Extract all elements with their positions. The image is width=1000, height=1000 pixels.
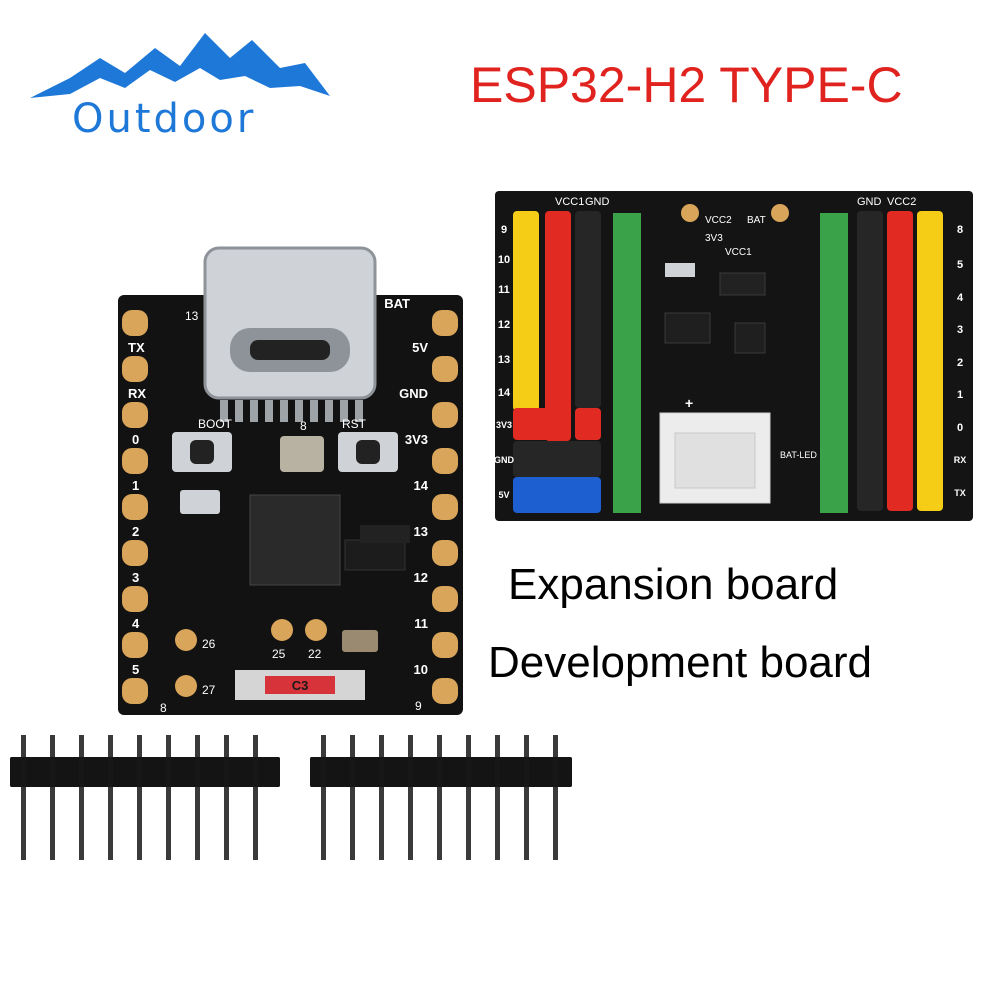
caption-development-board: Development board [488,638,873,687]
dev-pin-label: 3V3 [405,432,428,447]
dev-pin-label: 2 [132,524,139,539]
exp-left-number: 11 [498,284,510,296]
dev-pin-label: GND [399,386,428,401]
exp-left-number: 12 [498,319,510,331]
dev-pin-label: 4 [132,616,140,631]
dev-top-label: 13 [185,309,199,323]
inner-pin-label: 22 [308,647,322,661]
dev-pin-label: TX [128,340,145,355]
soc-chip [249,494,341,586]
dev-pin-label: 1 [132,478,139,493]
svg-text:+: + [685,395,693,411]
exp-left-number: 5V [498,490,509,500]
exp-right-number: 3 [957,324,963,336]
exp-left-number: 10 [498,254,510,266]
power-label: BAT [747,215,766,226]
exp-right-number: 0 [957,422,963,434]
power-label: VCC1 [725,247,752,258]
dev-pin-label: RX [128,386,146,401]
exp-right-number: 2 [957,357,963,369]
exp-right-header: VCC2 [887,196,916,208]
development-board: TX RX 0 1 2 3 4 5 BAT 5V GND 3V3 14 13 1… [118,246,463,715]
exp-left-header: VCC1 [555,196,584,208]
exp-right-number: 8 [957,224,963,236]
right-pin-headers [857,211,943,511]
button-mid-label: 8 [300,419,307,433]
exp-right-number: RX [954,455,967,465]
green-header-left [613,213,641,513]
dev-pin-label: 12 [414,570,428,585]
inner-pin-label: 26 [202,637,216,651]
inner-pin-label: 27 [202,683,216,697]
left-pin-headers [513,211,601,513]
exp-right-number: 1 [957,389,963,401]
dev-pin-label: 5 [132,662,139,677]
power-label: 3V3 [705,233,723,244]
exp-left-number: 13 [498,354,510,366]
exp-right-number: 5 [957,259,963,271]
pin-header-strip-left [10,735,280,860]
product-title: ESP32-H2 TYPE-C [470,57,903,113]
exp-left-number: 9 [501,224,507,236]
dev-pin-label: 10 [414,662,428,677]
boot-label: BOOT [198,417,233,431]
dev-bottom-left-label: 8 [160,701,167,715]
exp-left-number: GND [495,455,515,465]
power-label: VCC2 [705,215,732,226]
pin-header-strip-right [310,735,572,860]
dev-bottom-right-label: 9 [415,699,422,713]
expansion-board: VCC1 GND GND VCC2 9 10 11 12 13 [495,191,973,521]
mountain-logo-icon [30,33,330,98]
led-label: BAT-LED [780,450,817,460]
exp-right-number: TX [954,488,966,498]
green-header-right [820,213,848,513]
exp-left-number: 14 [498,387,511,399]
exp-right-number: 4 [957,292,964,304]
antenna-chip [265,676,335,694]
caption-expansion-board: Expansion board [508,560,839,609]
usb-c-connector-icon [203,246,377,422]
inner-pin-label: 25 [272,647,286,661]
dev-pin-label: BAT [384,296,410,311]
chip-label: C3 [292,678,309,693]
dev-pin-label: 11 [414,616,428,631]
rst-label: RST [342,417,367,431]
dev-pin-label: 14 [414,478,429,493]
exp-right-header: GND [857,196,882,208]
dev-pin-label: 13 [414,524,428,539]
exp-left-number: 3V3 [496,420,512,430]
dev-pin-label: 3 [132,570,139,585]
exp-left-header: GND [585,196,610,208]
dev-pin-label: 0 [132,432,139,447]
brand-logo-text: Outdoor [72,96,257,142]
dev-pin-label: 5V [412,340,428,355]
